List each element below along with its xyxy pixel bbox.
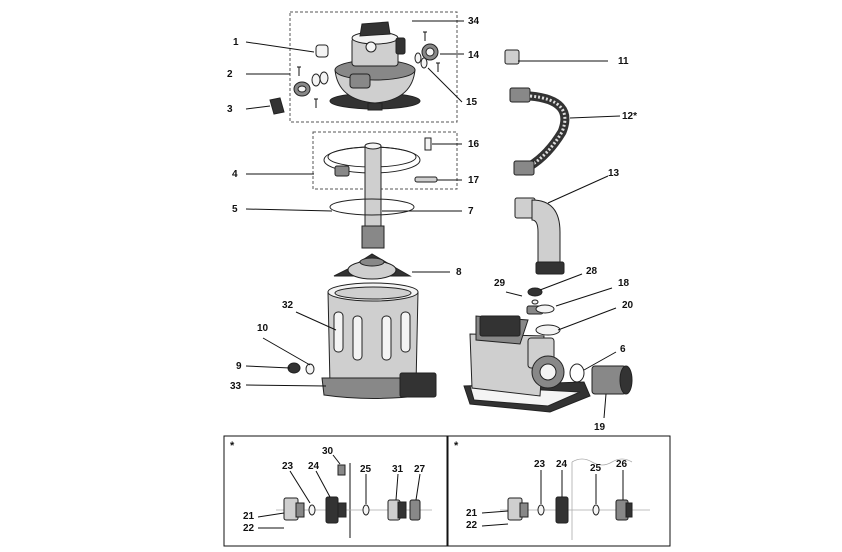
- callout-7: 7: [468, 206, 474, 217]
- callout-28: 28: [586, 266, 598, 277]
- callout-16: 16: [468, 139, 480, 150]
- callout-11: 11: [618, 56, 629, 67]
- callout-1: 1: [233, 37, 239, 48]
- callout-13: 13: [608, 168, 620, 179]
- inset-left-callout-25: 25: [360, 464, 372, 475]
- callout-12: 12*: [622, 111, 637, 122]
- valve-group-box: [289, 11, 458, 123]
- callout-5: 5: [232, 204, 238, 215]
- hose-assembly: [504, 49, 570, 176]
- callout-14: 14: [468, 50, 480, 61]
- callout-8: 8: [456, 267, 462, 278]
- inset-left-callout-23: 23: [282, 461, 294, 472]
- inset-left-callout-31: 31: [392, 464, 404, 475]
- callout-10: 10: [257, 323, 269, 334]
- callout-34: 34: [468, 16, 480, 27]
- callout-15: 15: [466, 97, 478, 108]
- callout-9: 9: [236, 361, 242, 372]
- multiport-valve: [329, 21, 421, 111]
- inset-right-star: *: [454, 440, 459, 452]
- inset-left-callout-27: 27: [414, 464, 426, 475]
- center-tube: [329, 142, 415, 280]
- callout-18: 18: [618, 278, 630, 289]
- callout-6: 6: [620, 344, 626, 355]
- callout-17: 17: [468, 175, 480, 186]
- callout-33: 33: [230, 381, 242, 392]
- filter-tank: [287, 282, 437, 399]
- valve-parts: [269, 31, 440, 115]
- callout-20: 20: [622, 300, 634, 311]
- inset-right-callout-22: 22: [466, 520, 478, 531]
- callout-4: 4: [232, 169, 238, 180]
- pump: [463, 287, 633, 413]
- inset-right-callout-21: 21: [466, 508, 478, 519]
- callout-3: 3: [227, 104, 233, 115]
- inset-right-callout-25: 25: [590, 463, 602, 474]
- callout-29: 29: [494, 278, 506, 289]
- inset-right-callout-24: 24: [556, 459, 568, 470]
- inset-right-callout-26: 26: [616, 459, 628, 470]
- callout-32: 32: [282, 300, 294, 311]
- clamp-group-box: [312, 131, 458, 190]
- inset-left-star: *: [230, 440, 235, 452]
- inset-left-callout-24: 24: [308, 461, 320, 472]
- elbow-pipe: [514, 197, 565, 275]
- inset-left-callout-22: 22: [243, 523, 255, 534]
- inset-right: * 21 22 23 24 25 26: [447, 435, 671, 547]
- inset-left: * 21 22 23 24 30 25 31 27: [223, 435, 448, 547]
- leader-lines: [245, 20, 621, 419]
- inset-right-callout-23: 23: [534, 459, 546, 470]
- callout-2: 2: [227, 69, 233, 80]
- inset-left-callout-21: 21: [243, 511, 255, 522]
- callout-labels: 1 2 3 34 14 15 11 12* 13 4 16 17 5 7 8 2…: [227, 16, 637, 433]
- callout-19: 19: [594, 422, 606, 433]
- inset-left-callout-30: 30: [322, 446, 334, 457]
